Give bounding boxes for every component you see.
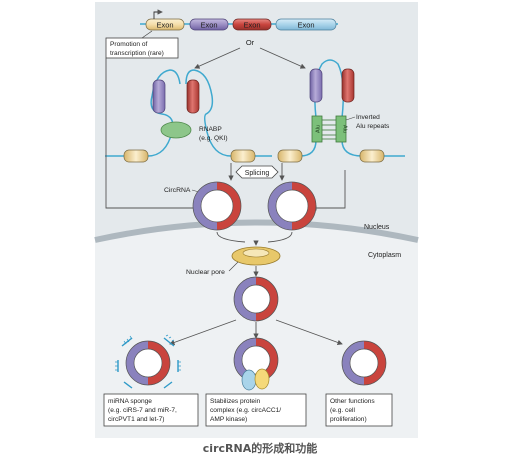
promoter-arrow: [153, 9, 163, 19]
function-box-1: miRNA sponge (e.g. ciRS-7 and miR-7, cir…: [103, 393, 199, 427]
nucleus-label: Nucleus: [364, 224, 390, 231]
splicing-box: Splicing: [235, 165, 279, 179]
exon-red-vertical-2: [341, 68, 355, 103]
circrna-mirna-sponge: [115, 334, 181, 389]
exon-label-3: Exon: [243, 21, 260, 30]
exon-yellow-flank-right-2: [359, 149, 385, 163]
exon-label-1: Exon: [156, 21, 173, 30]
exon-yellow-flank-left-2: [277, 149, 303, 163]
protein-yellow: [254, 368, 270, 390]
exon-red-vertical: [186, 79, 200, 114]
function-2-line-3: AMP kinase): [210, 416, 247, 423]
merge-left: [216, 231, 246, 243]
pre-mrna-row: Exon Exon Exon Exon: [140, 9, 338, 31]
merge-right: [267, 231, 293, 243]
splicing-label: Splicing: [245, 170, 270, 177]
circrna-other-functions: [341, 340, 387, 386]
circrna-nucleus-right: [267, 181, 317, 231]
promotion-line-1: Promotion of: [110, 41, 148, 48]
function-2-line-1: Stabilizes protein: [210, 398, 261, 405]
alu-pairing-bars: [322, 119, 336, 140]
nuclear-pore-label: Nuclear pore: [186, 269, 225, 276]
function-1-line-3: circPVT1 and let-7): [108, 416, 164, 423]
rnabp-protein: [160, 121, 192, 139]
rnabp-label-1: RNABP: [199, 126, 222, 133]
function-3-line-1: Other functions: [330, 398, 375, 405]
circrna-cytoplasm: [233, 276, 279, 322]
inverted-alu-label-2: Alu repeats: [356, 123, 390, 130]
arrow-to-alu: [259, 47, 306, 69]
alu-element-right: [335, 115, 347, 143]
rnabp-pathway: RNABP (e.g. QKI): [105, 69, 272, 163]
function-3-line-2: (e.g. cell: [330, 407, 355, 414]
function-1-line-2: (e.g. ciRS-7 and miR-7,: [108, 407, 177, 414]
exon-label-2: Exon: [200, 21, 217, 30]
arrow-function-1: [169, 319, 237, 345]
function-box-2: Stabilizes protein complex (e.g. circACC…: [205, 393, 307, 427]
exon-yellow: [145, 18, 185, 31]
function-2-line-2: complex (e.g. circACC1/: [210, 407, 281, 414]
exon-purple-vertical: [152, 79, 166, 114]
exon-yellow-flank-right: [230, 149, 256, 163]
promotion-box: Promotion of transcription (rare): [105, 30, 179, 59]
exon-purple: [189, 18, 229, 31]
arrow-function-3: [275, 319, 343, 345]
exon-purple-vertical-2: [309, 68, 323, 103]
return-arrow-right: [311, 170, 346, 211]
exon-label-4: Exon: [297, 21, 314, 30]
function-box-3: Other functions (e.g. cell proliferation…: [325, 393, 393, 427]
promotion-line-2: transcription (rare): [110, 50, 164, 57]
nuclear-envelope: [94, 219, 419, 243]
circrna-label: CircRNA: [164, 187, 191, 194]
exon-yellow-flank-left: [123, 149, 149, 163]
alu-element-left: [311, 115, 323, 143]
circrna-protein-complex: [233, 337, 279, 391]
circrna-diagram: Exon Exon Exon Exon Promotion of transcr…: [94, 2, 419, 438]
function-1-line-1: miRNA sponge: [108, 398, 152, 405]
protein-blue: [241, 369, 257, 391]
alu-pathway: Alu Alu Inverted Alu repeats: [277, 59, 405, 163]
mirna-molecules: [115, 334, 181, 389]
exon-red: [232, 18, 272, 31]
figure-caption: circRNA的形成和功能: [202, 442, 318, 455]
arrow-to-rnabp: [194, 47, 241, 69]
nucleus-region: [95, 2, 418, 240]
cytoplasm-label: Cytoplasm: [368, 252, 401, 259]
or-label: Or: [246, 38, 255, 47]
function-3-line-3: proliferation): [330, 416, 367, 423]
rnabp-label-2: (e.g. QKI): [199, 135, 228, 142]
alu-label-left: Alu: [316, 125, 322, 133]
feedback-arrow: [105, 58, 203, 211]
inverted-alu-label-1: Inverted: [356, 114, 380, 121]
exon-blue: [275, 18, 337, 31]
circrna-nucleus-left: [192, 181, 242, 231]
alu-label-right: Alu: [342, 125, 348, 133]
nuclear-pore: [231, 246, 281, 266]
